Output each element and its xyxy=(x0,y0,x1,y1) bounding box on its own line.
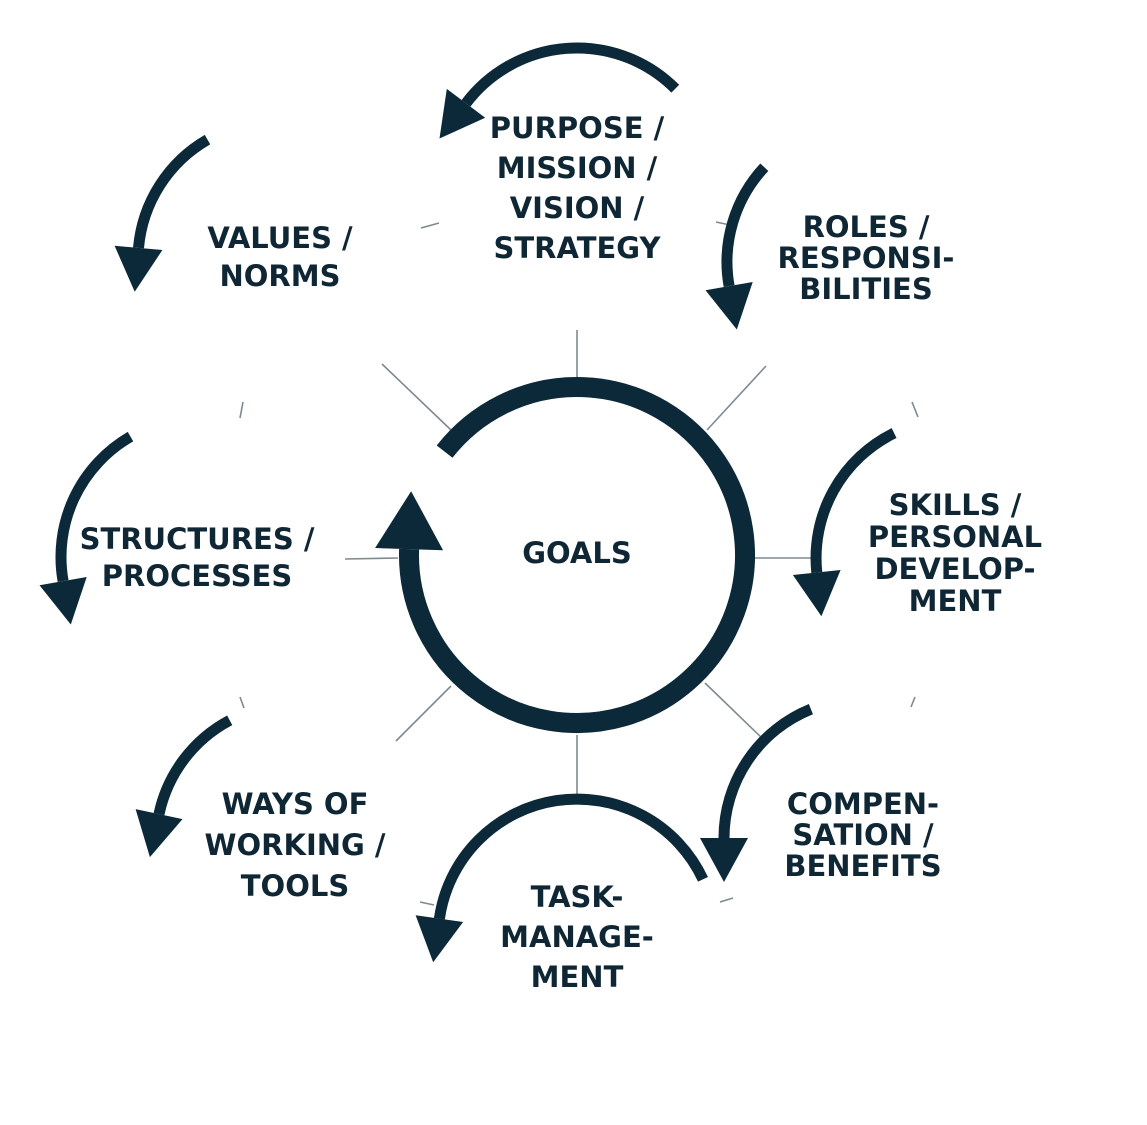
arrow-icon xyxy=(792,570,841,617)
ways-label-line: WORKING / xyxy=(205,828,386,862)
skills-label-line: MENT xyxy=(909,584,1002,618)
compensation-label-line: COMPEN- xyxy=(787,787,939,821)
task-label-line: MENT xyxy=(531,960,624,994)
purpose-label-line: VISION / xyxy=(510,191,645,225)
connector-line xyxy=(910,696,916,708)
purpose-ring xyxy=(461,42,680,107)
purpose-label-line: MISSION / xyxy=(497,151,658,185)
structures-ring xyxy=(55,431,134,583)
skills-label-line: PERSONAL xyxy=(868,520,1042,554)
arrow-icon xyxy=(700,838,748,882)
task-label-line: MANAGE- xyxy=(500,920,654,954)
ways-label-line: WAYS OF xyxy=(222,787,369,821)
connector-line xyxy=(395,685,452,742)
connector-line xyxy=(420,222,440,229)
arrow-icon xyxy=(39,577,87,625)
compensation-label-line: SATION / xyxy=(792,818,934,852)
center-label: GOALS xyxy=(522,536,632,570)
center-ring xyxy=(399,377,755,734)
center-goals: GOALS xyxy=(375,377,755,734)
compensation-label-line: BENEFITS xyxy=(784,849,941,883)
arrow-icon xyxy=(135,809,183,858)
connector-line xyxy=(419,901,435,906)
roles-ring xyxy=(721,163,769,288)
connector-lines xyxy=(239,221,919,906)
roles-label-line: BILITIES xyxy=(799,272,932,306)
connector-line xyxy=(239,696,245,709)
node-rings xyxy=(39,42,897,963)
skills-ring xyxy=(810,428,897,574)
structures-label-line: STRUCTURES / xyxy=(80,522,315,556)
roles-label-line: ROLES / xyxy=(803,210,930,244)
task-label-line: TASK- xyxy=(531,880,624,914)
connector-line xyxy=(381,363,452,431)
arrow-icon xyxy=(705,282,753,330)
center-arrow-icon xyxy=(375,491,444,551)
connector-line xyxy=(704,682,766,742)
connector-line xyxy=(706,365,767,431)
node-labels: PURPOSE / MISSION / VISION / STRATEGY ROLES … xyxy=(80,111,1043,994)
roles-label-line: RESPONSI- xyxy=(778,241,955,275)
connector-line xyxy=(911,401,919,418)
connector-line xyxy=(719,897,734,903)
compensation-ring xyxy=(718,704,813,839)
values-ring xyxy=(133,134,211,249)
structures-label-line: PROCESSES xyxy=(102,559,293,593)
values-label-line: VALUES / xyxy=(207,221,353,255)
connector-line xyxy=(239,401,244,419)
purpose-label-line: STRATEGY xyxy=(494,231,662,265)
skills-label-line: DEVELOP- xyxy=(874,552,1035,586)
purpose-label-line: PURPOSE / xyxy=(490,111,665,145)
task-ring xyxy=(433,793,708,920)
ways-label-line: TOOLS xyxy=(241,869,349,903)
arrow-icon xyxy=(415,915,464,963)
arrow-icon xyxy=(114,245,163,292)
skills-label-line: SKILLS / xyxy=(889,488,1022,522)
connector-line xyxy=(344,557,399,560)
values-label-line: NORMS xyxy=(220,259,341,293)
ways-ring xyxy=(153,715,233,816)
arrow-icon xyxy=(439,88,486,139)
